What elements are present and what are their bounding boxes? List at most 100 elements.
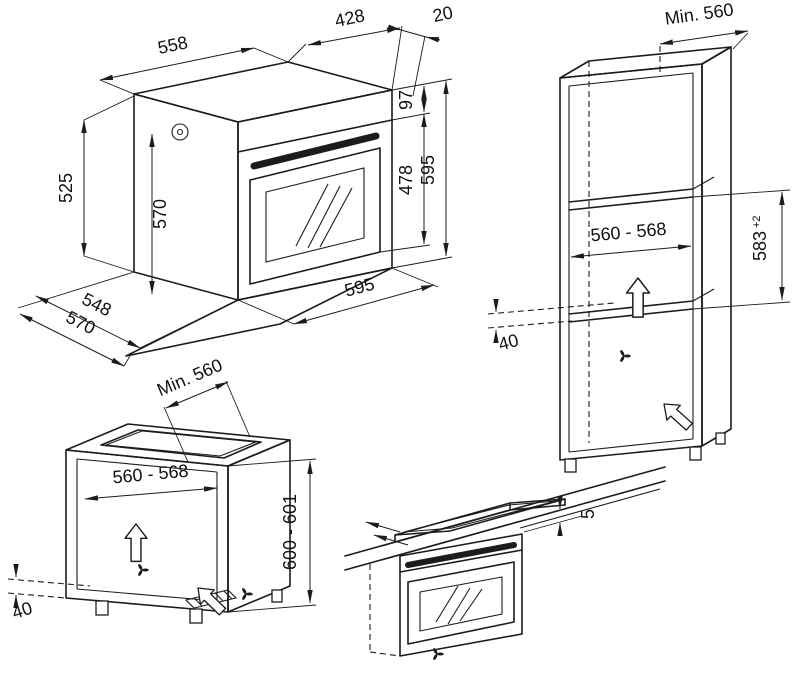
fan-icon — [137, 563, 149, 577]
side-panel-hole-icon — [171, 123, 189, 141]
dim-base-niche-width: 560 - 568 — [112, 461, 190, 488]
cabinet-right-face — [701, 46, 732, 447]
glass-shine-line — [459, 588, 483, 622]
ext-line — [227, 604, 317, 613]
control-panel-line — [399, 549, 523, 573]
cabinet-leg — [715, 432, 726, 445]
vent-gap-line — [7, 578, 91, 587]
vent-gap-line — [7, 592, 67, 599]
cabinet-right-face — [227, 439, 291, 613]
ext-line — [287, 43, 307, 63]
glass-shine-line — [295, 183, 329, 247]
dim-base-niche-height-group: 600 - 601 — [280, 494, 300, 570]
niche-outline — [369, 651, 401, 657]
vent-grille — [184, 589, 238, 609]
vent-gap-line — [487, 320, 573, 329]
dim-tall-niche-height-tolerance: +2 — [751, 215, 763, 228]
worktop-oven-view: 5 — [344, 466, 666, 661]
ext-line — [379, 244, 431, 253]
shelf-top-edge — [568, 196, 694, 211]
glass-shine-line — [435, 585, 459, 623]
cabinet-leg — [689, 446, 702, 461]
dim-line — [84, 486, 218, 501]
dim-line — [165, 381, 229, 409]
ext-line — [227, 458, 317, 467]
fan-icon — [241, 587, 253, 601]
cabinet-top-face — [65, 423, 291, 467]
dim-tall-niche-height-group: 583 +2 — [750, 215, 770, 261]
inner-frame-line — [76, 588, 218, 602]
glass-shine-line — [447, 587, 471, 625]
airflow-arrow-icon — [656, 395, 697, 435]
dim-tall-vent-gap: 40 — [496, 330, 521, 355]
cabinet-leg — [189, 608, 203, 624]
fan-icon — [619, 349, 631, 363]
airflow-arrow — [365, 521, 401, 533]
dim-line — [400, 29, 427, 38]
worktop-bottom-edge — [344, 480, 666, 571]
shelf-depth-edge — [692, 288, 715, 302]
shelf-depth-edge — [692, 176, 715, 190]
ext-line — [692, 189, 791, 198]
ext-line — [391, 78, 453, 91]
ext-line — [391, 267, 439, 288]
shelf-top-edge — [568, 188, 694, 203]
tall-cabinet-view: Min. 560 560 - 568 583 +2 40 — [487, 0, 791, 473]
dim-arrow — [387, 24, 402, 31]
oven-door-handle — [250, 132, 380, 170]
dim-oven-inner-height: 570 — [150, 199, 170, 229]
dim-oven-front-offset: 20 — [431, 2, 455, 26]
oven-top-face — [133, 61, 393, 123]
dim-line — [293, 284, 435, 325]
ext-line — [253, 47, 289, 63]
inner-frame-line — [568, 72, 694, 87]
ext-line — [732, 32, 749, 50]
oven-base-floor — [125, 267, 393, 357]
base-cabinet-view: Min. 560 560 - 568 600 - 601 40 — [7, 355, 317, 624]
dim-line — [570, 244, 692, 259]
dim-oven-top-width: 558 — [156, 32, 190, 58]
oven-door — [407, 561, 515, 645]
oven-door-window — [265, 167, 365, 263]
inner-frame-line — [76, 458, 218, 473]
oven-door-handle — [405, 542, 517, 568]
worktop-cutout-inner — [105, 430, 257, 457]
glass-shine-line — [319, 187, 353, 248]
cabinet-leg — [95, 600, 109, 616]
ext-line — [523, 515, 583, 533]
ext-line — [123, 355, 131, 367]
hob-front-edge — [394, 509, 511, 543]
dim-oven-total-height: 595 — [418, 155, 438, 185]
ext-line — [692, 301, 791, 310]
shelf-bottom-edge — [568, 300, 694, 315]
cabinet-front-face — [559, 63, 703, 461]
dim-worktop-gap: 5 — [578, 509, 598, 519]
airflow-arrow — [373, 534, 409, 546]
dim-oven-side-height: 525 — [56, 173, 76, 203]
airflow-arrow-icon — [625, 277, 651, 318]
oven-door-window — [419, 576, 503, 632]
oven-front-face — [399, 533, 523, 657]
dim-oven-door-height: 478 — [396, 165, 416, 195]
dim-tall-min-depth: Min. 560 — [664, 0, 735, 29]
hob-inner-edge — [403, 500, 557, 533]
dim-line — [307, 27, 401, 46]
oven-left-side-panel — [133, 93, 239, 301]
ext-line — [99, 79, 135, 95]
worktop-back-line — [519, 488, 661, 529]
inner-frame-line — [568, 438, 694, 453]
dim-tall-niche-height: 583 — [750, 231, 770, 261]
cabinet-leg — [271, 589, 283, 603]
dim-oven-top-depth: 428 — [333, 5, 367, 31]
dim-base-niche-height: 600 - 601 — [280, 494, 300, 570]
grille-slot — [223, 590, 233, 600]
ext-line — [225, 380, 251, 438]
ext-line — [237, 299, 295, 325]
dim-arrow — [425, 36, 441, 43]
glass-shine-line — [307, 185, 341, 249]
dim-line — [19, 313, 125, 367]
shelf-bottom-edge — [568, 308, 694, 323]
cabinet-leg — [564, 458, 577, 473]
